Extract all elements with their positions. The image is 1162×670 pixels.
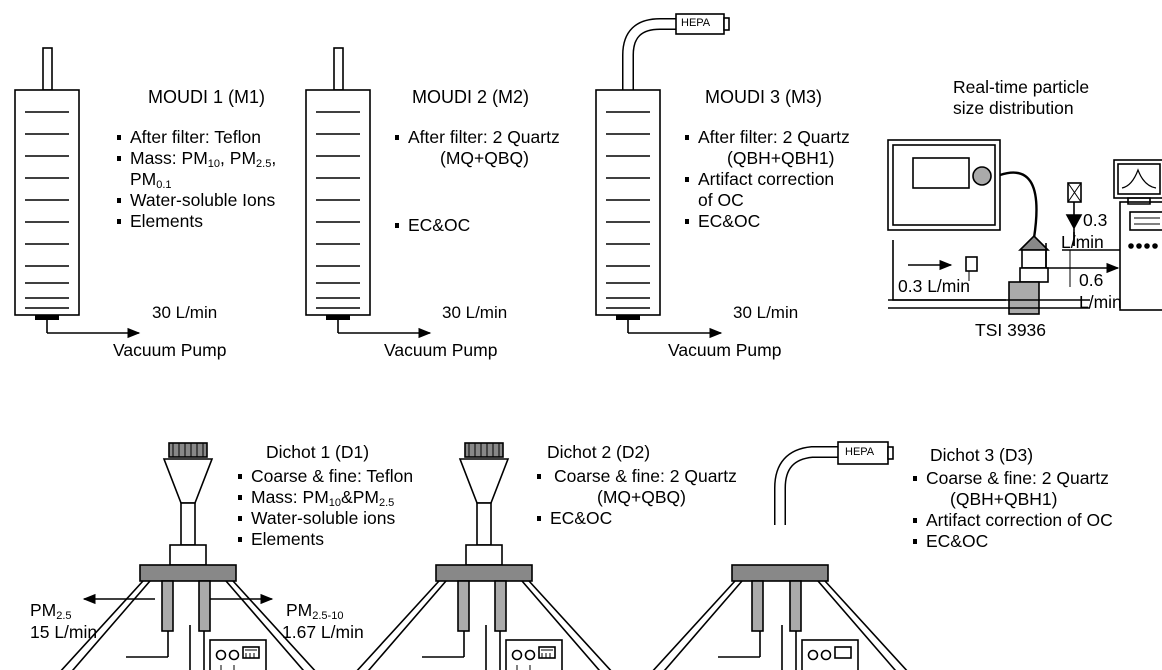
tsi-flow-b-unit: L/min [1079, 292, 1122, 312]
dichot-1-fine-flow: 15 L/min [30, 622, 98, 642]
dichot-3-bullet-ecoc: EC&OC [913, 531, 1113, 552]
moudi-3-bullet-ecoc: EC&OC [685, 211, 850, 232]
dichot-1-bullets: Coarse & fine: Teflon Mass: PM10&PM2.5 W… [238, 466, 413, 550]
pm10-subscript: 10 [207, 158, 221, 170]
moudi-1-bullet-filter: After filter: Teflon [117, 127, 276, 148]
moudi-2-title: MOUDI 2 (M2) [412, 87, 529, 107]
tsi-title-line-1: Real-time particle [953, 77, 1090, 97]
tsi-flow-a-value: 0.3 [1083, 210, 1108, 230]
moudi-3-title: MOUDI 3 (M3) [705, 87, 822, 107]
ampersand: & [341, 487, 353, 507]
mass-label: Mass: PM [130, 148, 208, 168]
dichot-3-sampler [652, 441, 908, 670]
dichot-1-bullet-ions: Water-soluble ions [238, 508, 413, 529]
dichot-3-bullet-artifact: Artifact correction of OC [913, 510, 1113, 531]
moudi-2-bullet-ecoc: EC&OC [395, 215, 560, 236]
moudi-3-bullet-filter-cont: (QBH+QBH1) [727, 148, 835, 168]
tsi-title-line-2: size distribution [953, 98, 1074, 118]
pm-label: PM [229, 148, 257, 168]
tsi-model: TSI 3936 [975, 320, 1047, 340]
fine-subscript: 2.5 [56, 610, 72, 622]
dichot-3-bullets: Coarse & fine: 2 Quartz (QBH+QBH1) Artif… [913, 468, 1113, 552]
pm25-subscript: 2.5 [378, 497, 395, 509]
moudi-3-bullet-artifact: Artifact correction [685, 169, 850, 190]
moudi-3-flow: 30 L/min [733, 303, 799, 322]
dichot-1-bullet-elements: Elements [238, 529, 413, 550]
dichot-1-coarse-flow: 1.67 L/min [282, 622, 364, 642]
moudi-1-bullet-mass: Mass: PM10, PM2.5, [117, 148, 276, 170]
moudi-2-bullet-filter: After filter: 2 Quartz [395, 127, 560, 148]
pm10-subscript: 10 [328, 497, 342, 509]
pm-label: PM [352, 487, 379, 507]
moudi-1-pump: Vacuum Pump [113, 340, 227, 360]
moudi-1-bullets: After filter: Teflon Mass: PM10, PM2.5, … [117, 127, 276, 232]
moudi-3-pump: Vacuum Pump [668, 340, 782, 360]
pm-label: PM [30, 600, 57, 620]
moudi-1-bullet-elements: Elements [117, 211, 276, 232]
dichot-2-bullets: Coarse & fine: 2 Quartz (MQ+QBQ) EC&OC [537, 466, 737, 529]
dichot-1-bullet-filter: Coarse & fine: Teflon [238, 466, 413, 487]
moudi-2-flow: 30 L/min [442, 303, 508, 322]
moudi-2-pump: Vacuum Pump [384, 340, 498, 360]
moudi-2-bullet-filter-cont: (MQ+QBQ) [440, 148, 529, 168]
dichot-2-bullet-filter: Coarse & fine: 2 Quartz [537, 466, 737, 487]
dichot-2-title: Dichot 2 (D2) [547, 442, 651, 462]
moudi-1-impactor [14, 47, 141, 339]
dichot-1-sampler [47, 442, 329, 670]
dichot-3-title: Dichot 3 (D3) [930, 445, 1034, 465]
pm-label: PM [286, 600, 313, 620]
moudi-1-bullet-mass-cont: PM0.1 [117, 169, 276, 191]
tsi-flow-b-value: 0.6 [1079, 270, 1104, 290]
moudi-3-hepa-label: HEPA [681, 17, 711, 29]
dichot-2-bullet-filter-cont: (MQ+QBQ) [597, 487, 686, 507]
moudi-3-bullet-filter: After filter: 2 Quartz [685, 127, 850, 148]
moudi-1-flow: 30 L/min [152, 303, 218, 322]
dichot-1-coarse-label: PM2.5-10 [286, 600, 344, 622]
moudi-3-impactor [595, 13, 730, 339]
tsi-flow-a-unit: L/min [1061, 232, 1104, 252]
dichot-3-bullet-filter: Coarse & fine: 2 Quartz [913, 468, 1113, 489]
moudi-2-impactor [305, 47, 432, 339]
dichot-1-title: Dichot 1 (D1) [266, 442, 370, 462]
moudi-3-bullet-artifact-cont: of OC [698, 190, 744, 210]
moudi-2-bullets: After filter: 2 Quartz (MQ+QBQ) EC&OC [395, 127, 560, 236]
dichot-3-hepa-label: HEPA [845, 446, 875, 458]
dichot-2-bullet-ecoc: EC&OC [537, 508, 737, 529]
mass-label: Mass: PM [251, 487, 329, 507]
dichot-3-bullet-filter-cont: (QBH+QBH1) [950, 489, 1058, 509]
dichot-1-fine-label: PM2.5 [30, 600, 72, 622]
coarse-subscript: 2.5-10 [312, 610, 344, 622]
moudi-1-bullet-ions: Water-soluble Ions [117, 190, 276, 211]
pm01-subscript: 0.1 [156, 179, 172, 191]
moudi-1-title: MOUDI 1 (M1) [148, 87, 265, 107]
tsi-3936-instrument [887, 139, 1162, 315]
pm25-subscript: 2.5 [256, 158, 272, 170]
pm-label: PM [130, 169, 157, 189]
dichot-1-bullet-mass: Mass: PM10&PM2.5 [238, 487, 413, 509]
tsi-inlet-flow: 0.3 L/min [898, 276, 970, 296]
moudi-3-bullets: After filter: 2 Quartz (QBH+QBH1) Artifa… [685, 127, 850, 232]
